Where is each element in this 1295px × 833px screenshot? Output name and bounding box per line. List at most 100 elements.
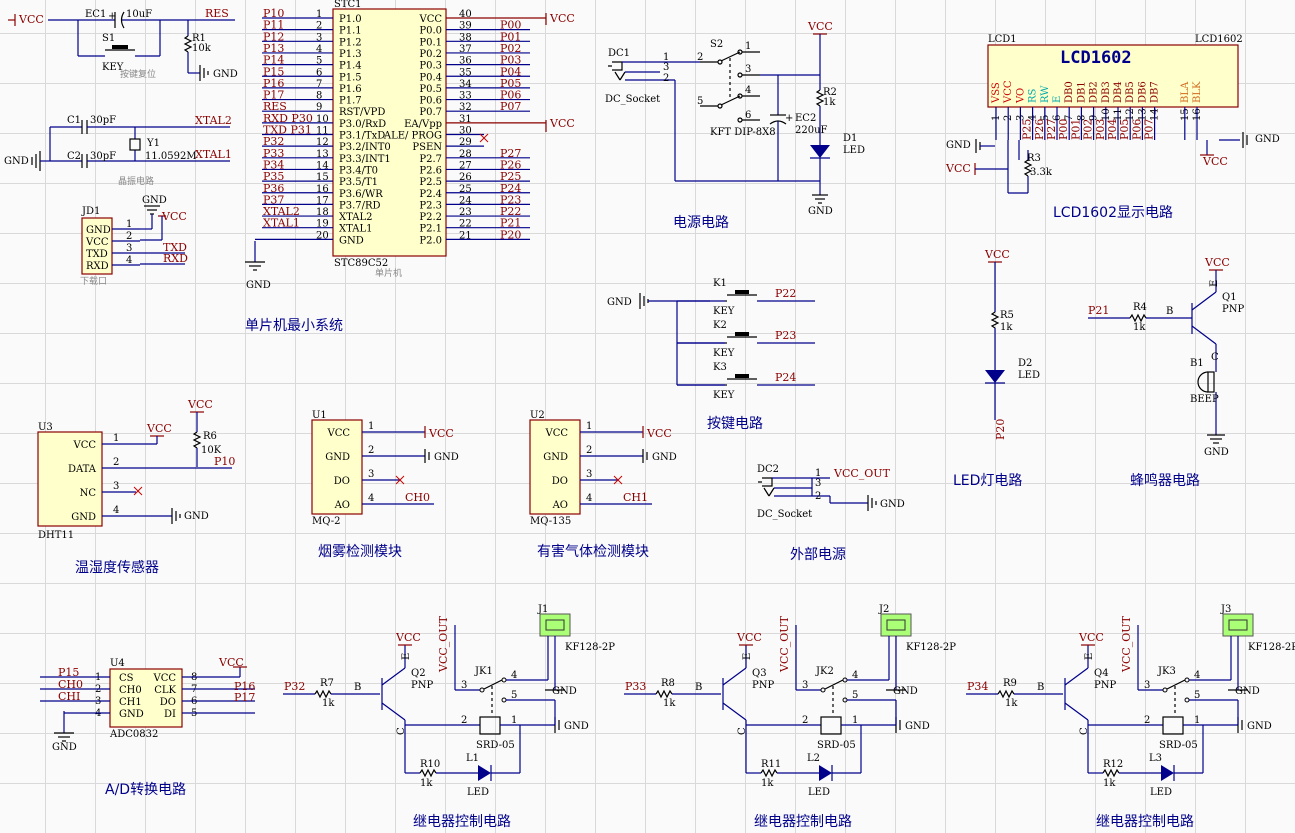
mcu-right-pin-num: 25: [459, 184, 472, 195]
mcu-left-net: P11: [263, 19, 284, 32]
power-vcc-label: VCC: [807, 20, 833, 33]
mcu-gnd-label: GND: [246, 280, 271, 291]
s2-pin5: 5: [697, 96, 703, 107]
caption-buzzer: 蜂鸣器电路: [1130, 472, 1200, 489]
relay-led-diode: [1161, 765, 1174, 781]
relay-jk: JK3: [1157, 666, 1176, 677]
mcu-block: STC1 P1.01P10P1.12P11P1.23P12P1.34P13P1.…: [245, 0, 575, 291]
key-net: P22: [775, 287, 796, 300]
r1-ref: R1: [192, 33, 206, 44]
mcu-right-pin-label: EA/Vpp: [404, 119, 442, 130]
mcu-left-net: P36: [263, 182, 284, 195]
dht-body: [37, 431, 103, 527]
q1-c: C: [1211, 352, 1219, 363]
relay-b: B: [354, 682, 361, 693]
smoke-body: [311, 419, 363, 515]
smoke-ref: U1: [312, 410, 327, 421]
relay-r-val: 1k: [663, 698, 676, 709]
relay-e: E: [401, 653, 412, 660]
mcu-left-pin-num: 12: [316, 137, 329, 148]
lcd-pin-label: VO: [1015, 88, 1026, 104]
relay-r-val: 1k: [322, 698, 335, 709]
d1-diode: [810, 145, 830, 158]
relay-q: Q4: [1094, 668, 1109, 679]
key-net: P23: [775, 329, 796, 342]
relay-led-diode: [478, 765, 491, 781]
mcu-left-pin-label: XTAL1: [339, 224, 372, 235]
relay-gnd: GND: [564, 721, 589, 732]
mcu-left-pin-num: 16: [316, 184, 329, 195]
relay-r2: R11: [761, 759, 781, 770]
no-connect: [613, 475, 623, 485]
wire: [381, 702, 406, 721]
mcu-right-pin-label: P0.6: [419, 96, 442, 107]
jd1-gnd-label: GND: [142, 195, 167, 206]
relay-vcc: VCC: [736, 631, 762, 644]
relay-pin2: 2: [802, 715, 808, 726]
jd1-pin-label: VCC: [85, 237, 109, 248]
c2-value: 30pF: [90, 151, 116, 162]
lcd-pin-label: RW: [1040, 85, 1051, 103]
relay-coil: [479, 716, 501, 735]
reset-note: 按键复位: [120, 68, 156, 80]
mcu-left-pin-num: 18: [316, 207, 329, 218]
mcu-left-pin-label: P1.7: [339, 96, 362, 107]
c1-value: 30pF: [90, 115, 116, 126]
gas-gnd: GND: [652, 452, 677, 463]
y1-value: 11.0592M: [145, 151, 197, 162]
wire: [1064, 702, 1089, 721]
relay-j-gnd: GND: [893, 686, 918, 697]
s1-key: KEY: [102, 62, 124, 73]
lcd-pin-label: DB4: [1113, 81, 1124, 103]
smoke-pin-label: AO: [334, 500, 350, 511]
ext-power-gnd: GND: [880, 499, 905, 510]
relay-vcc-out: VCC_OUT: [1120, 615, 1133, 673]
ec1-value: 10uF: [126, 9, 152, 20]
ec2-ref: EC2: [795, 113, 816, 124]
mcu-left-pin-num: 19: [316, 219, 329, 230]
mcu-right-pin-label: P0.7: [419, 107, 442, 118]
mcu-left-pin-num: 9: [316, 102, 322, 113]
lcd-pin-label: DB2: [1089, 81, 1100, 103]
lcd-pin-label: DB5: [1125, 81, 1136, 103]
buzzer-gnd-label: GND: [1204, 447, 1229, 458]
reset-res-net: RES: [205, 7, 229, 20]
mcu-right-net: P24: [500, 182, 521, 195]
crystal-circuit: GND C1 30pF C2 30pF Y1 11.0592M XTAL2 XT…: [4, 114, 232, 187]
mcu-right-net: P01: [500, 30, 521, 43]
relay-connector-slot: [886, 619, 906, 631]
mcu-right-net: P22: [500, 205, 521, 218]
mcu-right-pin-label: P2.3: [419, 200, 442, 211]
mcu-left-net: P17: [263, 89, 284, 102]
dc2-ref: DC2: [757, 464, 779, 475]
dht-pin-num: 3: [113, 481, 119, 492]
mcu-right-pin-label: P0.3: [419, 61, 442, 72]
jd1-pin-num: 4: [126, 255, 132, 266]
relay-j: J2: [878, 604, 889, 615]
gas-body: [529, 419, 581, 515]
led-vcc-label: VCC: [984, 248, 1010, 261]
mcu-right-pin-num: 26: [459, 172, 472, 183]
caption-relay1: 继电器控制电路: [413, 814, 511, 830]
mcu-right-pin-num: 23: [459, 207, 472, 218]
relay-pin3: 3: [1144, 680, 1150, 691]
wire: [722, 667, 747, 686]
mcu-left-pin-label: GND: [339, 235, 364, 246]
mcu-left-pin-num: 10: [316, 114, 329, 125]
relay-base-resistor: [997, 689, 1015, 699]
s2-pin6: 6: [745, 110, 751, 121]
gas-pin-num: 1: [586, 421, 592, 432]
mcu-right-pin-label: PSEN: [412, 142, 442, 153]
gas-pin-num: 4: [586, 493, 592, 504]
relay-r-val: 1k: [1005, 698, 1018, 709]
relay-b: B: [695, 682, 702, 693]
mcu-right-pin-label: P2.1: [419, 224, 442, 235]
caption-adc: A/D转换电路: [105, 781, 186, 798]
mcu-left-pin-label: P3.2/INT0: [339, 142, 391, 153]
relay-contact: [820, 687, 826, 693]
lcd-ref: LCD1: [988, 34, 1017, 45]
mcu-right-net: P26: [500, 158, 521, 171]
